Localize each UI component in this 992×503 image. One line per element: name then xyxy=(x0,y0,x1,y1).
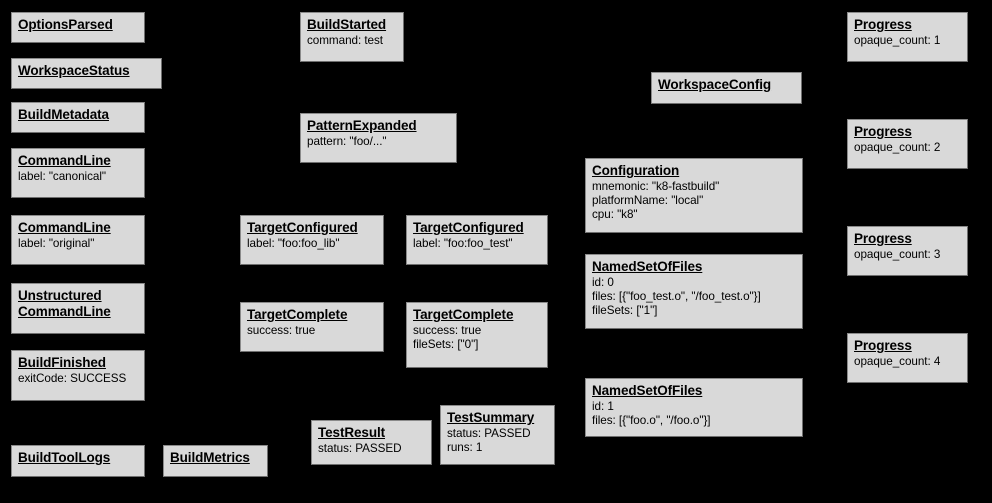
node-fields: status: PASSED xyxy=(318,442,425,456)
node-fields: opaque_count: 3 xyxy=(854,248,961,262)
node-field: opaque_count: 3 xyxy=(854,247,941,261)
node-title: Progress xyxy=(854,338,912,353)
node-workspace-config[interactable]: WorkspaceConfig xyxy=(651,72,802,104)
node-title: CommandLine xyxy=(18,153,111,168)
node-field: exitCode: SUCCESS xyxy=(18,371,127,385)
node-fields: label: "foo:foo_lib" xyxy=(247,237,377,251)
node-field: id: 1 xyxy=(592,399,614,413)
node-field: label: "foo:foo_test" xyxy=(413,236,513,250)
node-title: Configuration xyxy=(592,163,680,178)
node-fields: label: "canonical" xyxy=(18,170,138,184)
node-fields: success: true xyxy=(247,324,377,338)
node-title: BuildToolLogs xyxy=(18,450,111,465)
node-unstructured-command-line[interactable]: Unstructured CommandLine xyxy=(11,283,145,334)
node-fields: label: "original" xyxy=(18,237,138,251)
node-field: fileSets: ["1"] xyxy=(592,303,658,317)
node-field: label: "canonical" xyxy=(18,169,106,183)
node-title: BuildStarted xyxy=(307,17,387,32)
node-field: platformName: "local" xyxy=(592,193,704,207)
node-field: opaque_count: 1 xyxy=(854,33,941,47)
node-field: label: "foo:foo_lib" xyxy=(247,236,340,250)
node-fields: pattern: "foo/..." xyxy=(307,135,450,149)
node-title: TargetComplete xyxy=(247,307,348,322)
node-title: TargetConfigured xyxy=(247,220,358,235)
node-title: TestResult xyxy=(318,425,386,440)
node-title: WorkspaceStatus xyxy=(18,63,130,78)
node-field: fileSets: ["0"] xyxy=(413,337,479,351)
node-title: Progress xyxy=(854,17,912,32)
node-field: mnemonic: "k8-fastbuild" xyxy=(592,179,720,193)
node-field: cpu: "k8" xyxy=(592,207,638,221)
node-title: TestSummary xyxy=(447,410,535,425)
node-build-tool-logs[interactable]: BuildToolLogs xyxy=(11,445,145,477)
node-fields: command: test xyxy=(307,34,397,48)
node-title: BuildFinished xyxy=(18,355,106,370)
node-field: opaque_count: 2 xyxy=(854,140,941,154)
node-field: command: test xyxy=(307,33,383,47)
node-fields: opaque_count: 2 xyxy=(854,141,961,155)
node-workspace-status[interactable]: WorkspaceStatus xyxy=(11,58,162,89)
node-field: id: 0 xyxy=(592,275,614,289)
node-title: NamedSetOfFiles xyxy=(592,383,703,398)
node-title: PatternExpanded xyxy=(307,118,417,133)
node-title: WorkspaceConfig xyxy=(658,77,772,92)
node-title: TargetConfigured xyxy=(413,220,524,235)
node-title: CommandLine xyxy=(18,220,111,235)
node-field: pattern: "foo/..." xyxy=(307,134,387,148)
node-title: OptionsParsed xyxy=(18,17,113,32)
node-title: BuildMetadata xyxy=(18,107,109,122)
node-build-metadata[interactable]: BuildMetadata xyxy=(11,102,145,133)
node-title: TargetComplete xyxy=(413,307,514,322)
node-field: opaque_count: 4 xyxy=(854,354,941,368)
node-field: success: true xyxy=(413,323,482,337)
node-fields: opaque_count: 4 xyxy=(854,355,961,369)
node-title: Progress xyxy=(854,231,912,246)
node-fields: opaque_count: 1 xyxy=(854,34,961,48)
node-fields: exitCode: SUCCESS xyxy=(18,372,138,386)
node-options-parsed[interactable]: OptionsParsed xyxy=(11,12,145,43)
node-title: BuildMetrics xyxy=(170,450,250,465)
node-field: runs: 1 xyxy=(447,440,483,454)
node-title: Progress xyxy=(854,124,912,139)
node-title: NamedSetOfFiles xyxy=(592,259,703,274)
node-field: files: [{"foo.o", "/foo.o"}] xyxy=(592,413,711,427)
node-field: label: "original" xyxy=(18,236,95,250)
node-fields: mnemonic: "k8-fastbuild"platformName: "l… xyxy=(592,180,796,221)
node-field: success: true xyxy=(247,323,316,337)
node-title: Unstructured CommandLine xyxy=(18,288,111,319)
node-fields: label: "foo:foo_test" xyxy=(413,237,541,251)
node-field: files: [{"foo_test.o", "/foo_test.o"}] xyxy=(592,289,761,303)
node-build-metrics[interactable]: BuildMetrics xyxy=(163,445,268,477)
node-field: status: PASSED xyxy=(318,441,402,455)
node-field: status: PASSED xyxy=(447,426,531,440)
